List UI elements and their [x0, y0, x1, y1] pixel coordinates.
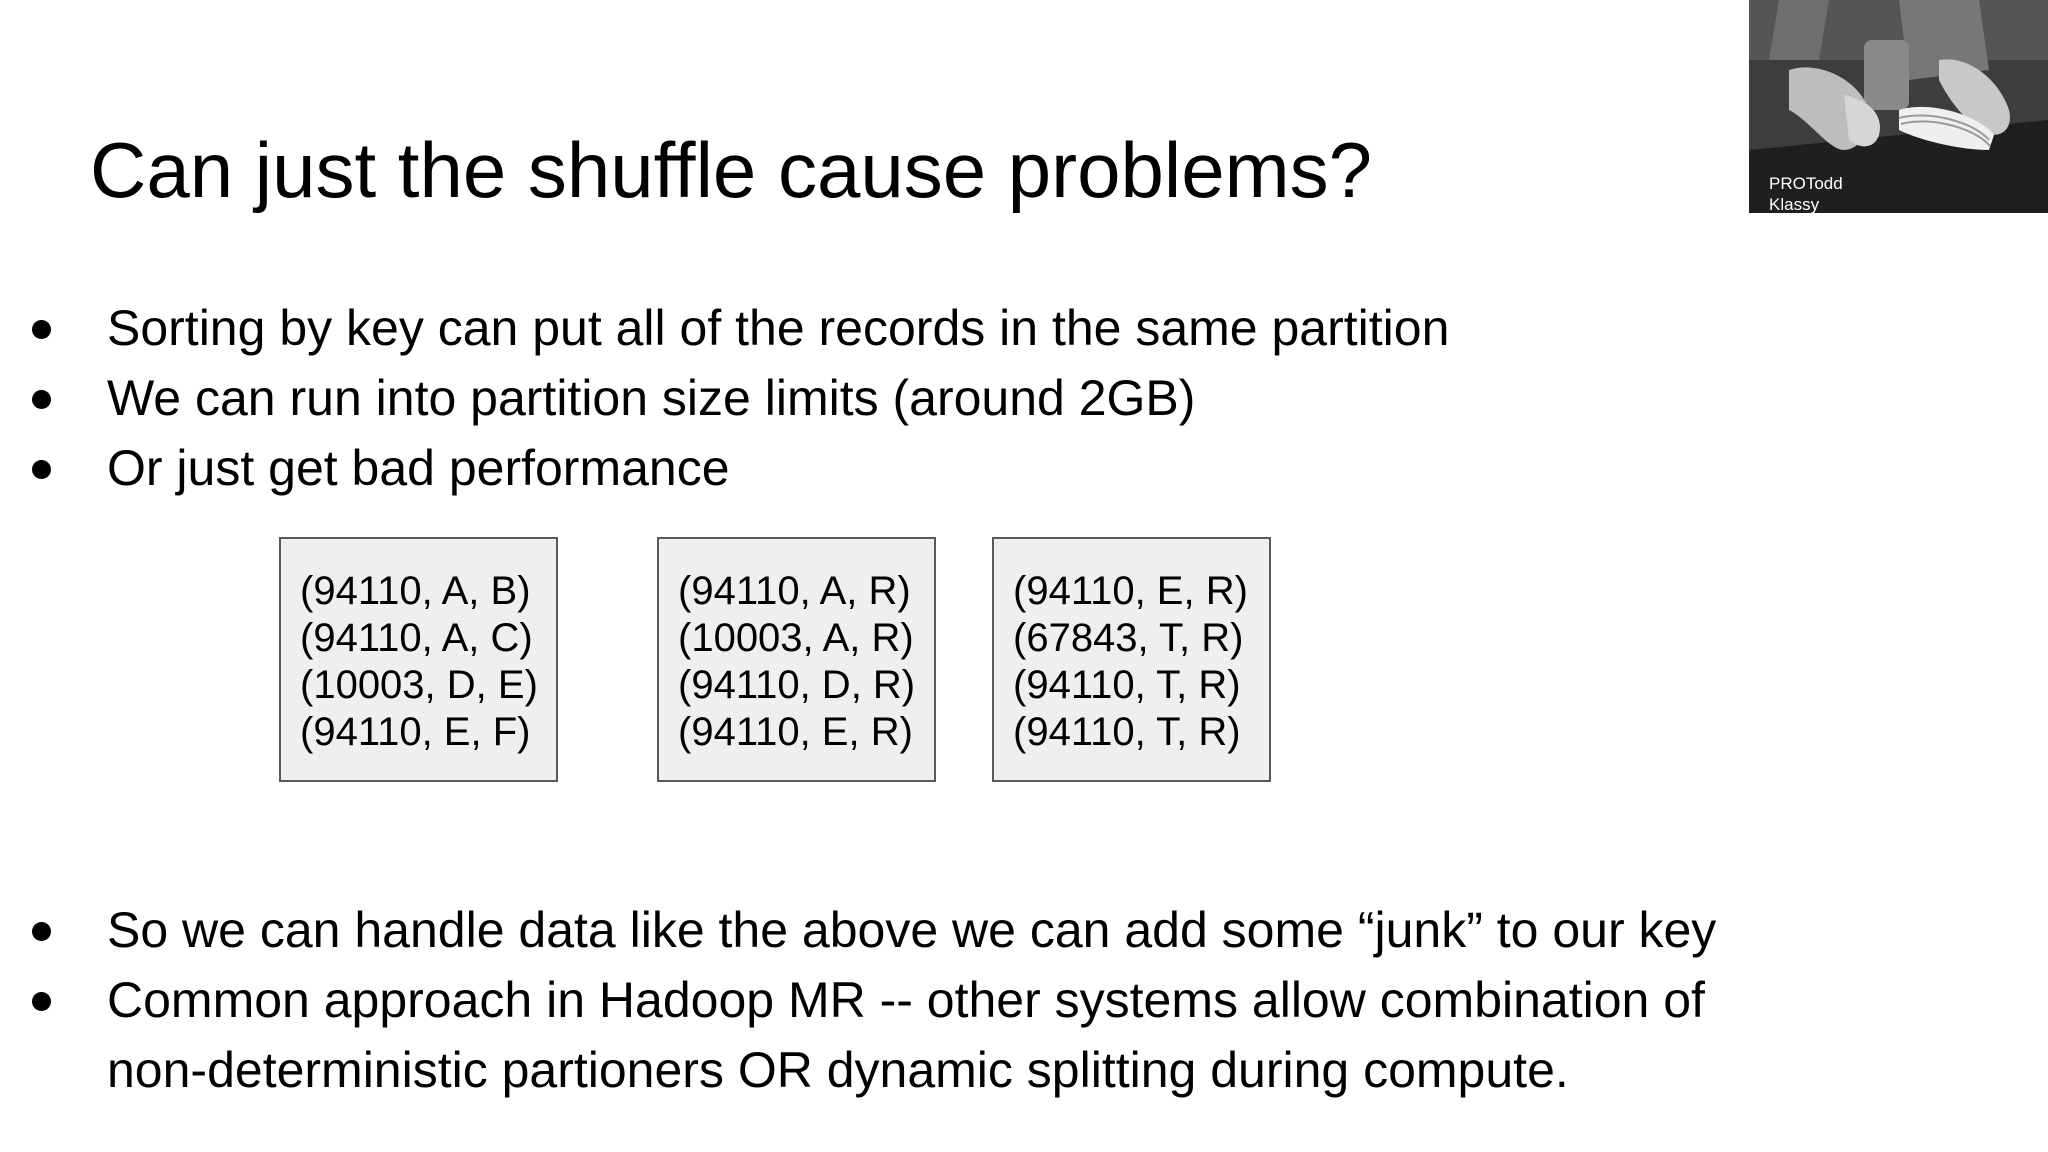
partition-box-3: (94110, E, R) (67843, T, R) (94110, T, R…	[992, 537, 1271, 782]
bullet-list-top: Sorting by key can put all of the record…	[0, 293, 1787, 503]
bullet-item: We can run into partition size limits (a…	[0, 363, 1787, 433]
presenter-name-line: Klassy	[1769, 195, 1820, 213]
partition-record: (10003, D, E)	[300, 663, 538, 707]
partition-record: (94110, D, R)	[678, 663, 916, 707]
partition-record: (94110, A, B)	[300, 569, 531, 613]
partition-record: (67843, T, R)	[1013, 616, 1244, 660]
bullet-list-bottom: So we can handle data like the above we …	[0, 895, 1787, 1105]
bullet-dot-icon	[32, 390, 51, 409]
webcam-overlay: PROTodd Klassy	[1749, 0, 2048, 213]
partition-record: (10003, A, R)	[678, 616, 914, 660]
partition-record: (94110, A, R)	[678, 569, 911, 613]
bullet-item: So we can handle data like the above we …	[0, 895, 1787, 965]
bullet-text: Or just get bad performance	[107, 440, 730, 496]
bullet-item: Sorting by key can put all of the record…	[0, 293, 1787, 363]
bullet-text: We can run into partition size limits (a…	[107, 370, 1196, 426]
bullet-dot-icon	[32, 460, 51, 479]
partition-record: (94110, T, R)	[1013, 663, 1241, 707]
presenter-name-label: PROTodd Klassy	[1769, 173, 1919, 213]
partition-record: (94110, T, R)	[1013, 710, 1241, 754]
partition-record: (94110, A, C)	[300, 616, 533, 660]
partition-box-2: (94110, A, R) (10003, A, R) (94110, D, R…	[657, 537, 936, 782]
presenter-name-line: PROTodd	[1769, 174, 1843, 193]
bullet-text: Sorting by key can put all of the record…	[107, 300, 1450, 356]
partition-record: (94110, E, R)	[678, 710, 913, 754]
presenter-video-icon	[1749, 0, 2048, 213]
slide-title: Can just the shuffle cause problems?	[90, 126, 1372, 214]
bullet-dot-icon	[32, 320, 51, 339]
partition-record: (94110, E, R)	[1013, 569, 1248, 613]
bullet-text: So we can handle data like the above we …	[107, 902, 1717, 958]
partition-record: (94110, E, F)	[300, 710, 531, 754]
partition-box-1: (94110, A, B) (94110, A, C) (10003, D, E…	[279, 537, 558, 782]
bullet-item: Or just get bad performance	[0, 433, 1787, 503]
bullet-text: Common approach in Hadoop MR -- other sy…	[107, 972, 1705, 1098]
bullet-item: Common approach in Hadoop MR -- other sy…	[0, 965, 1787, 1105]
bullet-dot-icon	[32, 922, 51, 941]
bullet-dot-icon	[32, 992, 51, 1011]
